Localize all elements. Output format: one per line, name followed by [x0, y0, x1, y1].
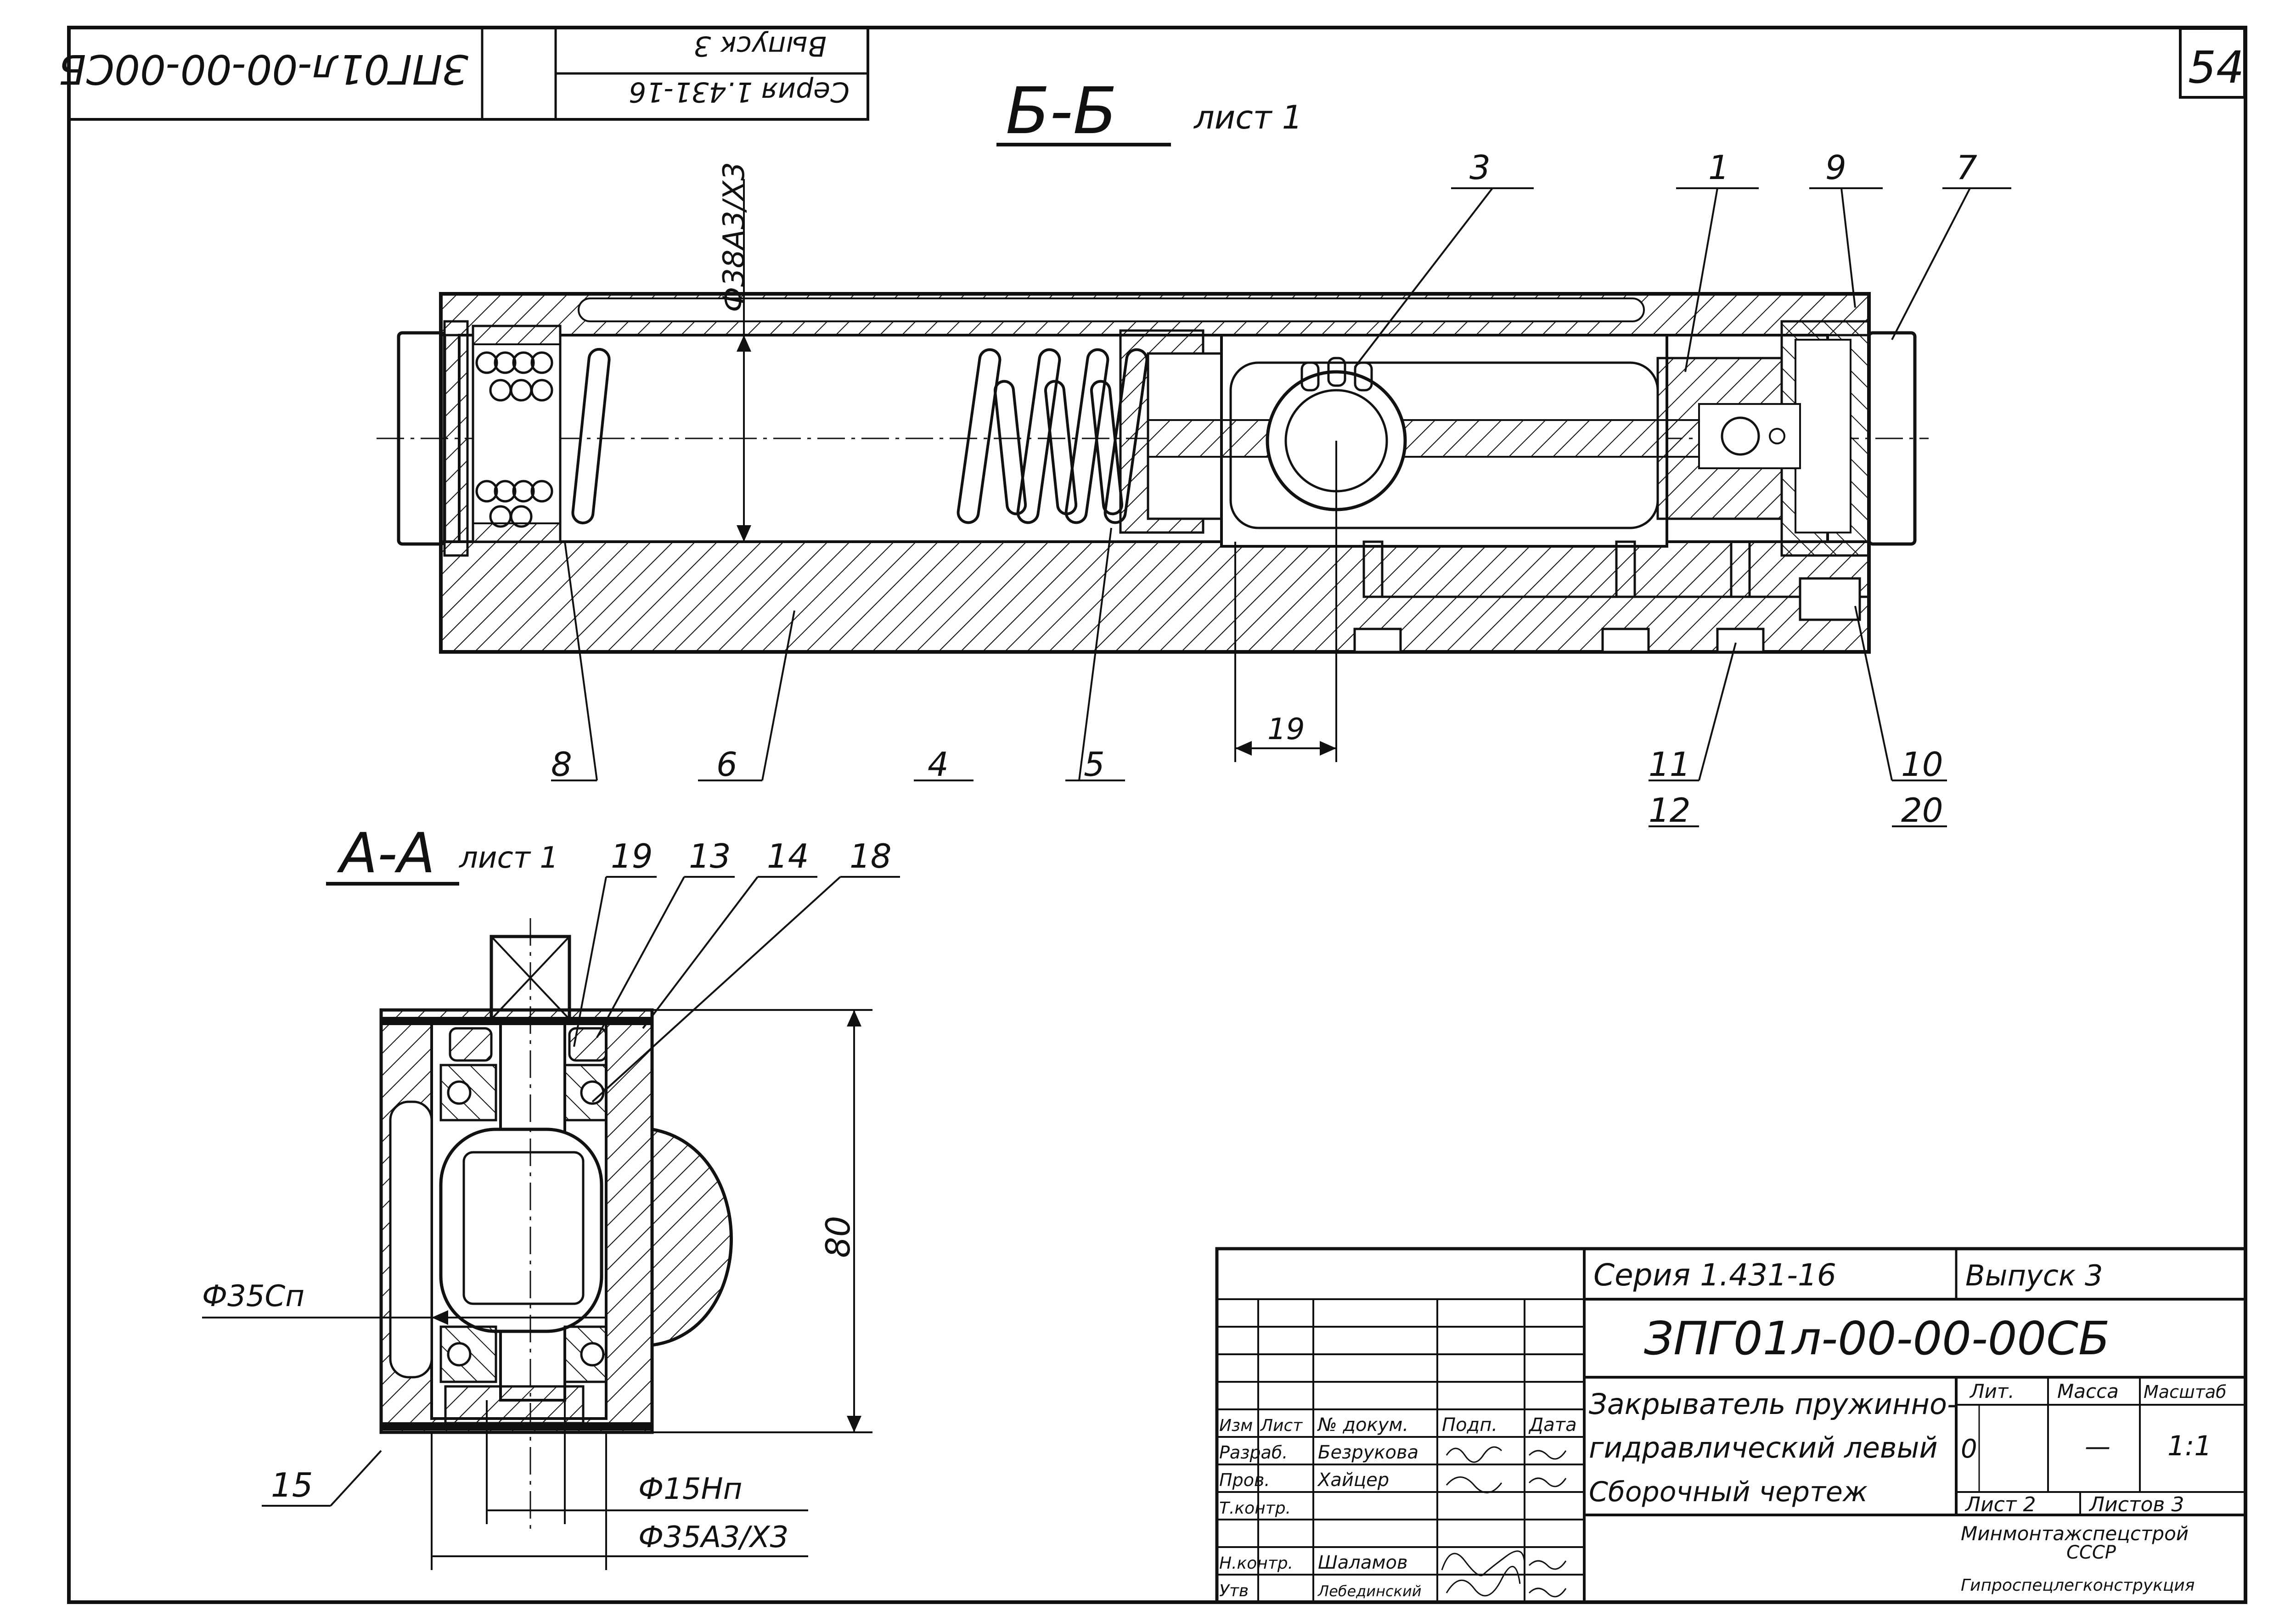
- callout-7: 7: [1956, 148, 1977, 187]
- callout-6: 6: [716, 745, 737, 784]
- dim-d15: Ф15Нп: [638, 1472, 743, 1506]
- callout-5: 5: [1084, 745, 1105, 784]
- tb-name-line2: гидравлический левый: [1589, 1431, 1938, 1464]
- tb-org-line2: СССР: [2066, 1542, 2116, 1563]
- tb-name-line1: Закрыватель пружинно-: [1589, 1387, 1957, 1421]
- title-block: Изм Лист № докум. Подп. Дата Разраб. Без…: [1215, 1247, 2247, 1604]
- callout-aa-13: 13: [689, 837, 731, 875]
- sheet-frame: 54 ЗПГ01л-00-00-00СБ Выпуск 3 Серия 1.43…: [58, 26, 2247, 1604]
- callout-1: 1: [1708, 148, 1729, 187]
- section-bb-title: Б-Б: [1006, 74, 1117, 149]
- dim-d35: Ф35А3/Х3: [638, 1520, 788, 1554]
- tb-name-5: Лебединский: [1317, 1582, 1422, 1600]
- section-aa-title: А-А: [337, 822, 435, 886]
- corner-code: ЗПГ01л-00-00-00СБ: [58, 45, 468, 93]
- tb-code: ЗПГ01л-00-00-00СБ: [1644, 1312, 2110, 1365]
- tb-name-4: Шаламов: [1318, 1552, 1408, 1573]
- dim-19: 19: [1267, 712, 1305, 746]
- callout-20: 20: [1901, 791, 1943, 830]
- tb-sheet-label: Лист 2: [1964, 1493, 2036, 1516]
- tb-col-izm: Изм: [1219, 1416, 1253, 1435]
- tb-scale-label: Масштаб: [2144, 1382, 2227, 1402]
- callout-aa-19: 19: [611, 837, 653, 875]
- callout-9: 9: [1825, 148, 1846, 187]
- tb-role-1: Пров.: [1219, 1470, 1270, 1490]
- tb-sheets-label: Листов 3: [2088, 1493, 2184, 1516]
- tb-role-0: Разраб.: [1219, 1442, 1288, 1463]
- dim-d38: Ф38А3/Х3: [717, 162, 751, 312]
- tb-name-0: Безрукова: [1318, 1442, 1418, 1463]
- section-bb: Б-Б лист 1: [377, 74, 2011, 830]
- callout-aa-15: 15: [271, 1466, 313, 1504]
- corner-issue: Выпуск 3: [693, 30, 827, 62]
- tb-lit-label: Лит.: [1969, 1380, 2015, 1402]
- callout-10: 10: [1901, 745, 1943, 784]
- tb-lit-value: 0: [1961, 1434, 1977, 1464]
- section-bb-sheet-ref: лист 1: [1193, 99, 1302, 136]
- tb-role-2: Т.контр.: [1219, 1499, 1291, 1518]
- dim-80: 80: [819, 1216, 857, 1258]
- tb-issue: Выпуск 3: [1965, 1259, 2103, 1292]
- sheet-number: 54: [2188, 42, 2244, 93]
- tb-series: Серия 1.431-16: [1593, 1257, 1836, 1293]
- tb-col-date: Дата: [1528, 1414, 1577, 1436]
- callout-12: 12: [1649, 791, 1691, 830]
- tb-col-sign: Подп.: [1442, 1414, 1497, 1436]
- tb-col-docno: № докум.: [1317, 1414, 1408, 1436]
- tb-scale-value: 1:1: [2167, 1430, 2212, 1462]
- dim-d35cn: Ф35Сп: [202, 1279, 304, 1313]
- tb-role-4: Н.контр.: [1219, 1554, 1293, 1573]
- section-aa: А-А лист 1: [202, 822, 900, 1570]
- tb-doc-type: Сборочный чертеж: [1589, 1476, 1868, 1508]
- tb-mass-label: Масса: [2057, 1380, 2119, 1402]
- corner-series: Серия 1.431-16: [629, 76, 850, 108]
- callout-aa-14: 14: [767, 837, 809, 875]
- callout-8: 8: [551, 745, 572, 784]
- callout-3: 3: [1469, 148, 1491, 187]
- callout-11: 11: [1649, 745, 1691, 784]
- callout-4: 4: [928, 745, 949, 784]
- tb-org-line1: Минмонтажспецстрой: [1961, 1522, 2189, 1545]
- callout-aa-18: 18: [850, 837, 892, 875]
- section-aa-sheet-ref: лист 1: [458, 841, 558, 875]
- tb-name-1: Хайцер: [1317, 1470, 1389, 1491]
- tb-role-5: Утв: [1219, 1582, 1249, 1600]
- signature-marks: [1441, 1446, 1567, 1598]
- tb-mass-value: —: [2085, 1432, 2110, 1462]
- tb-org-line3: Гипроспецлегконструкция: [1961, 1576, 2195, 1595]
- tb-col-list: Лист: [1260, 1416, 1303, 1435]
